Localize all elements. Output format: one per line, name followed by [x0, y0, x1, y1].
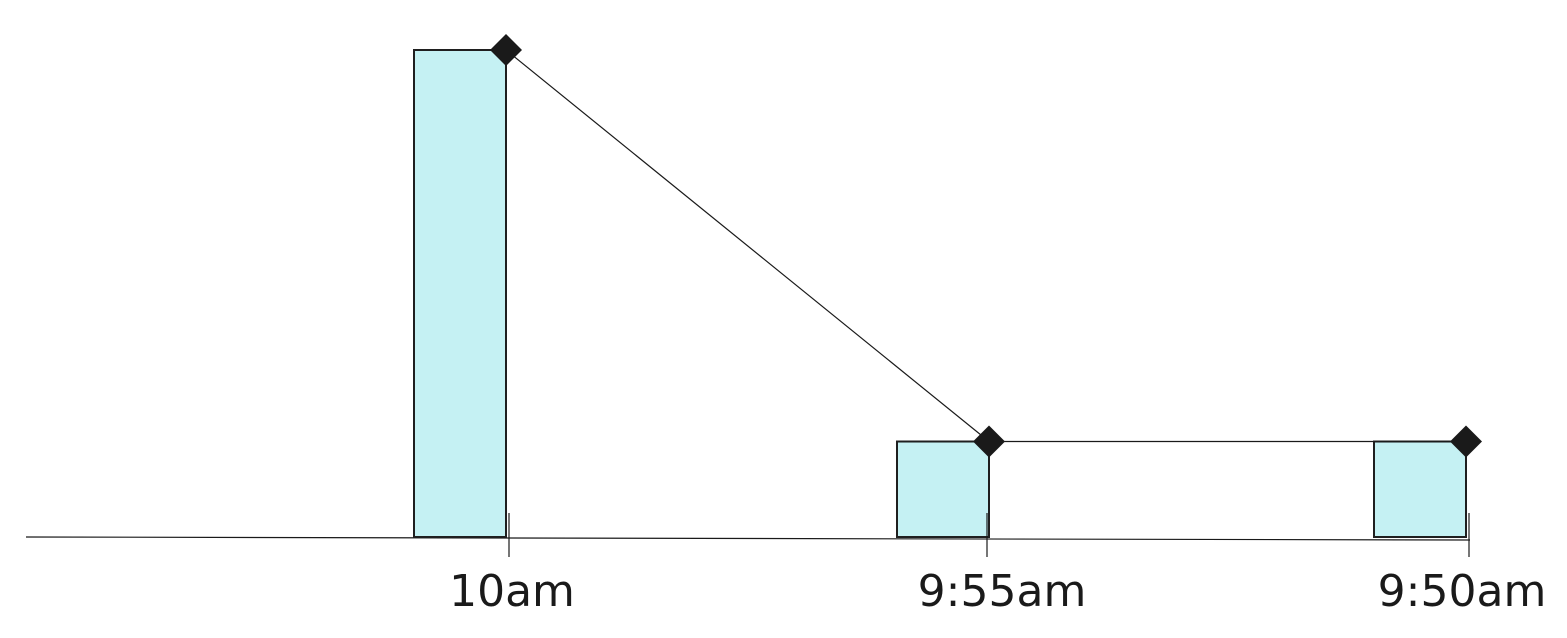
tick-labels-group: 10am 9:55am 9:50am — [449, 566, 1546, 617]
tick-label-1: 9:55am — [918, 566, 1087, 617]
marker-1 — [973, 425, 1005, 458]
bar-0 — [413, 49, 507, 538]
x-axis-line — [25, 536, 1471, 541]
bar-1 — [896, 440, 990, 538]
markers-group — [490, 34, 1482, 458]
trend-line — [505, 49, 1466, 443]
marker-0 — [490, 34, 522, 66]
bars-group — [413, 49, 1467, 538]
marker-2 — [1450, 425, 1482, 458]
tick-label-0: 10am — [449, 566, 575, 617]
bar-2 — [1373, 440, 1467, 538]
ticks-group — [508, 513, 1470, 557]
tick-label-2: 9:50am — [1378, 566, 1547, 617]
